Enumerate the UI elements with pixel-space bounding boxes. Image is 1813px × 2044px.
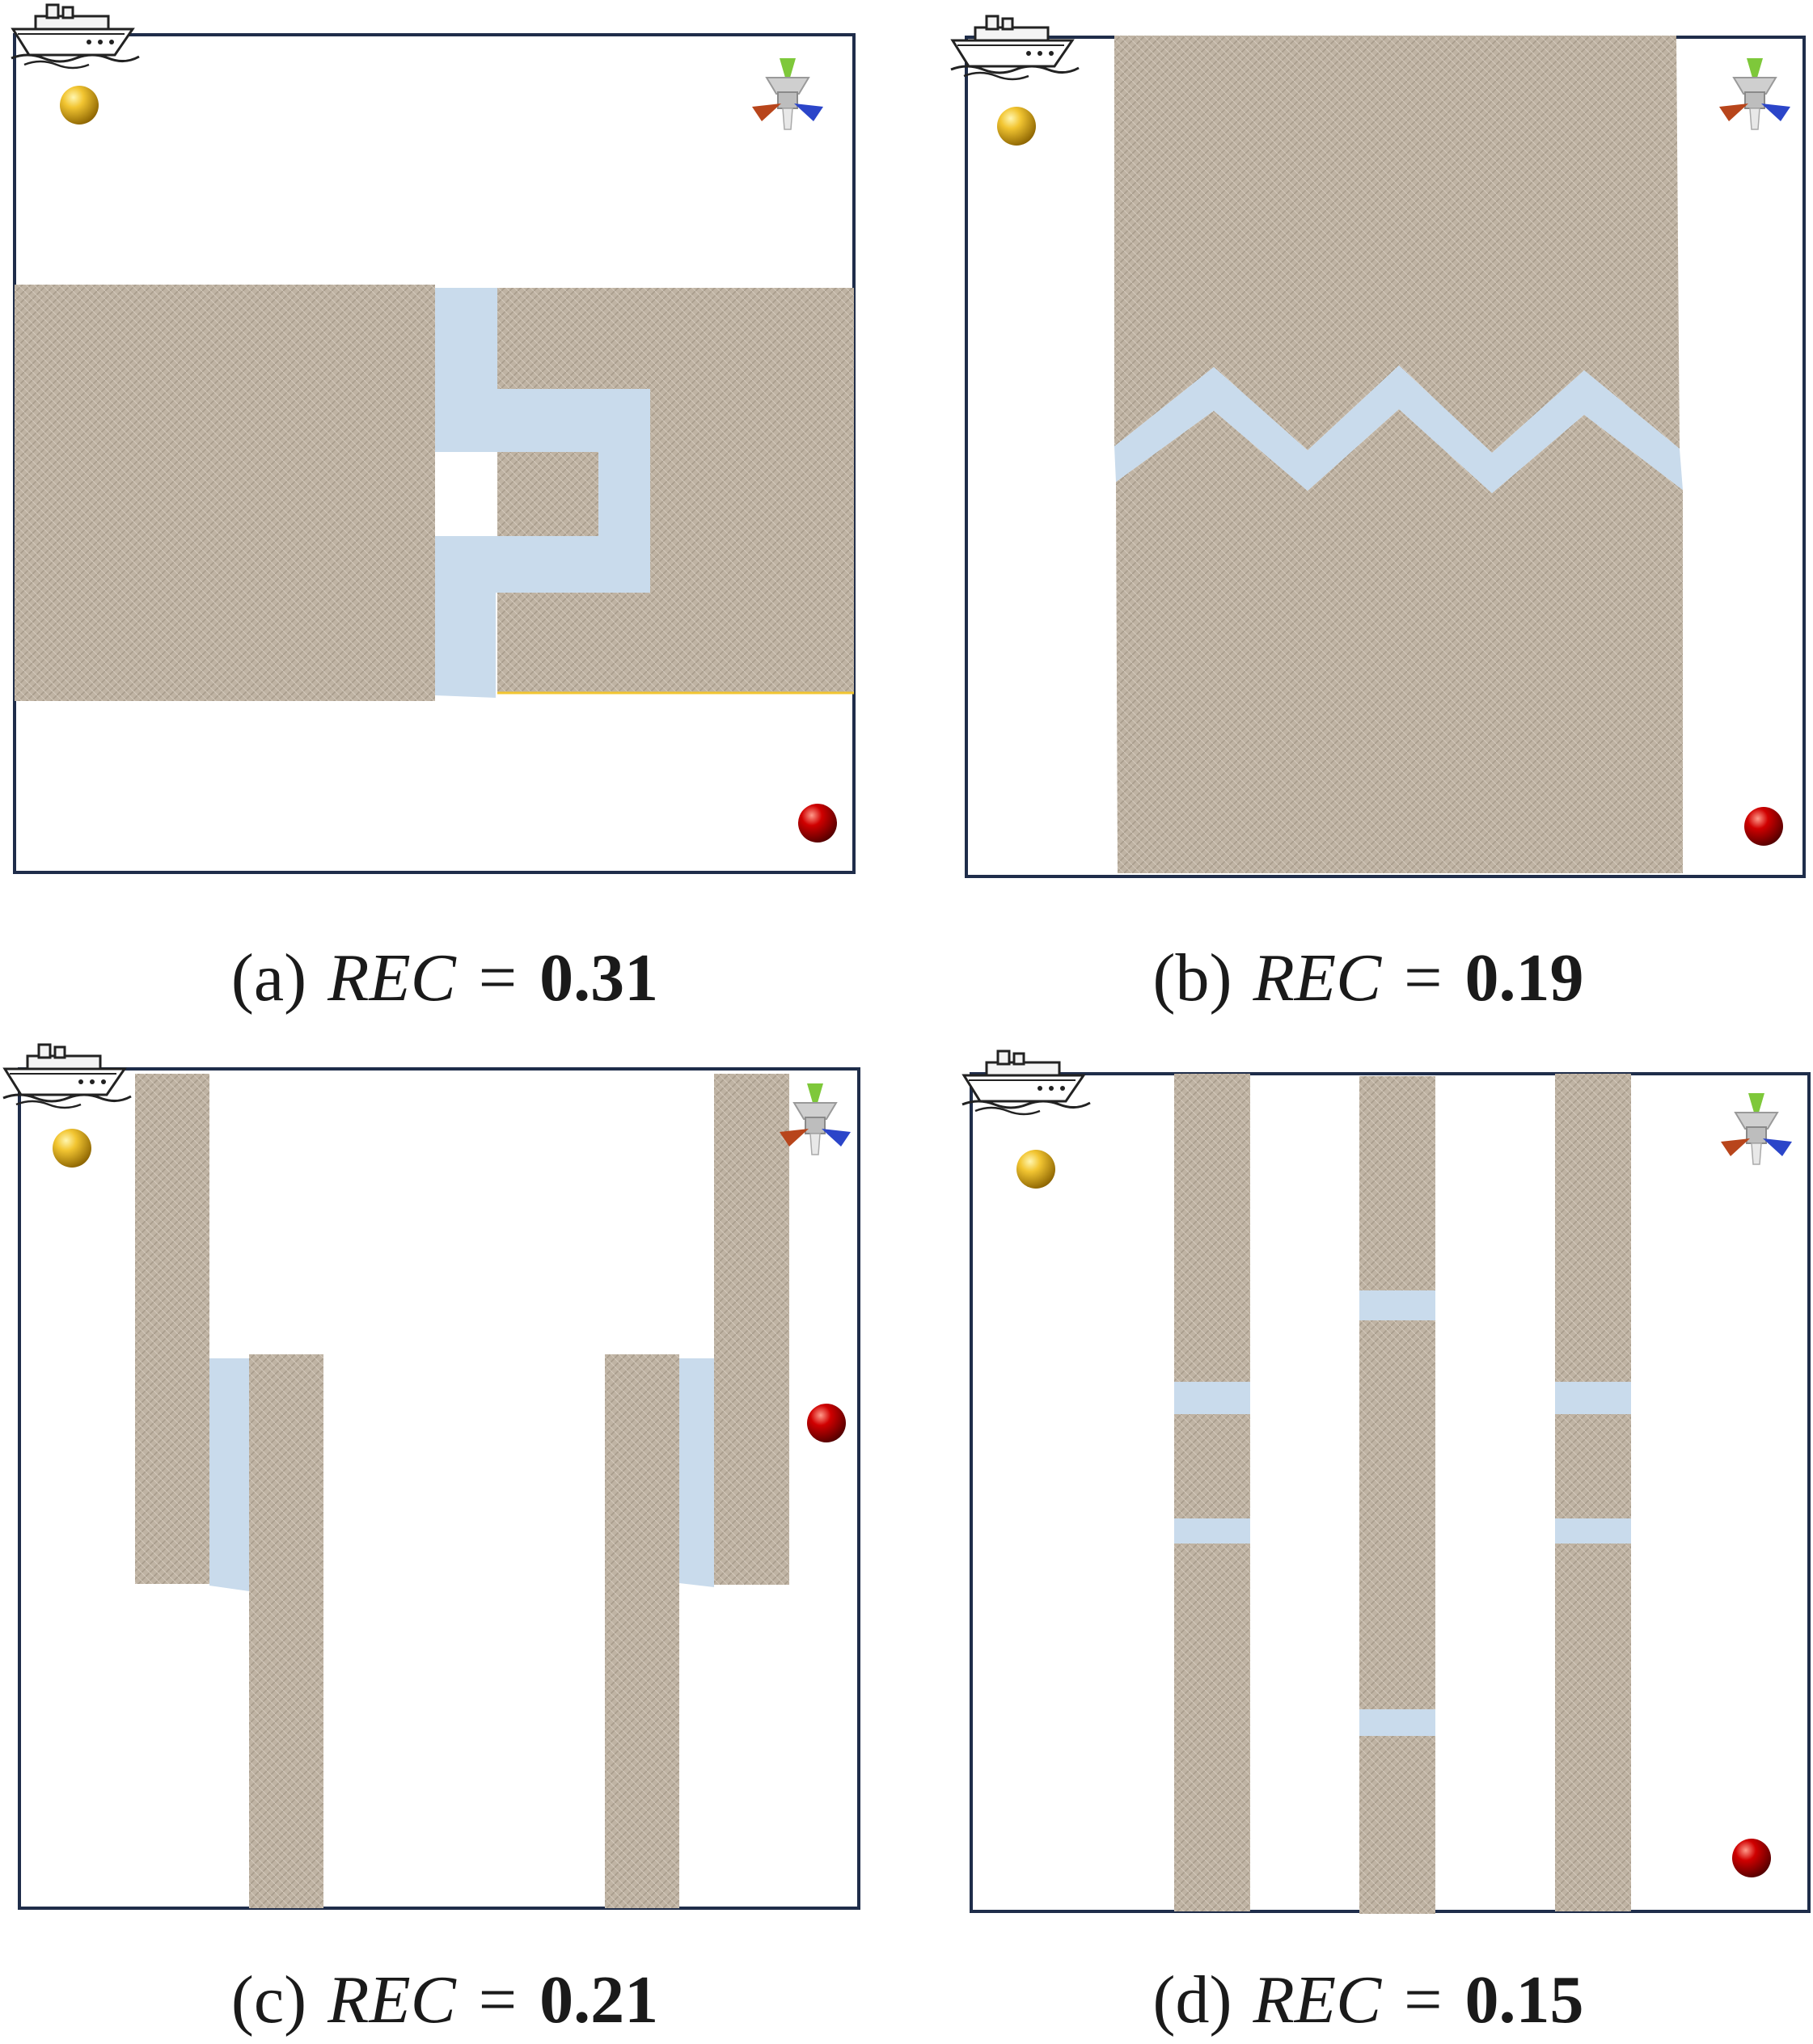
land-column — [249, 1354, 323, 1908]
goal-ball-icon — [1732, 1839, 1771, 1877]
caption-metric: REC — [328, 1962, 456, 2038]
goal-ball-icon — [1744, 807, 1783, 846]
panel-c — [2, 1043, 860, 1910]
caption-equals: = — [1404, 1962, 1443, 2038]
caption-label: (d) — [1152, 1962, 1232, 2038]
caption-equals: = — [478, 1962, 518, 2038]
caption-value: 0.21 — [539, 1962, 659, 2038]
panel-b — [949, 15, 1806, 878]
caption-label: (b) — [1152, 940, 1232, 1016]
water-gap — [1174, 1518, 1250, 1544]
caption-metric: REC — [1253, 940, 1382, 1016]
water-channel — [209, 1358, 249, 1591]
land-block-right — [497, 288, 854, 693]
caption-equals: = — [1404, 940, 1443, 1016]
goal-ball-icon — [807, 1404, 846, 1442]
panel-d — [961, 1049, 1811, 1914]
water-gap — [1174, 1382, 1250, 1414]
land-column — [714, 1074, 789, 1585]
caption-metric: REC — [1253, 1962, 1382, 2038]
goal-ball-icon — [798, 804, 837, 843]
caption-d: (d)REC=0.15 — [923, 1966, 1813, 2034]
land-column — [1359, 1076, 1435, 1914]
start-ball-icon — [997, 107, 1036, 146]
land-block-left — [15, 285, 435, 701]
water-channel — [435, 288, 650, 698]
caption-a: (a)REC=0.31 — [0, 944, 890, 1012]
water-gap — [1359, 1709, 1435, 1736]
start-ball-icon — [60, 86, 99, 125]
land-block-top — [1114, 36, 1680, 453]
start-ball-icon — [53, 1129, 91, 1168]
caption-label: (a) — [230, 940, 307, 1016]
caption-metric: REC — [328, 940, 456, 1016]
water-gap — [1555, 1518, 1631, 1544]
caption-value: 0.31 — [539, 940, 659, 1016]
caption-value: 0.19 — [1464, 940, 1584, 1016]
land-column — [605, 1354, 679, 1908]
water-channel — [679, 1358, 714, 1587]
land-block-bottom — [1116, 409, 1683, 873]
start-ball-icon — [1016, 1150, 1055, 1189]
land-column — [135, 1074, 209, 1584]
caption-b: (b)REC=0.19 — [923, 944, 1813, 1012]
water-gap — [1555, 1382, 1631, 1414]
panel-a — [10, 3, 856, 874]
land-column — [1174, 1074, 1250, 1911]
caption-c: (c)REC=0.21 — [0, 1966, 890, 2034]
caption-value: 0.15 — [1464, 1962, 1584, 2038]
water-gap — [1359, 1290, 1435, 1320]
caption-label: (c) — [230, 1962, 307, 2038]
land-column — [1555, 1074, 1631, 1911]
caption-equals: = — [478, 940, 518, 1016]
water-channel-zigzag — [1114, 365, 1683, 493]
